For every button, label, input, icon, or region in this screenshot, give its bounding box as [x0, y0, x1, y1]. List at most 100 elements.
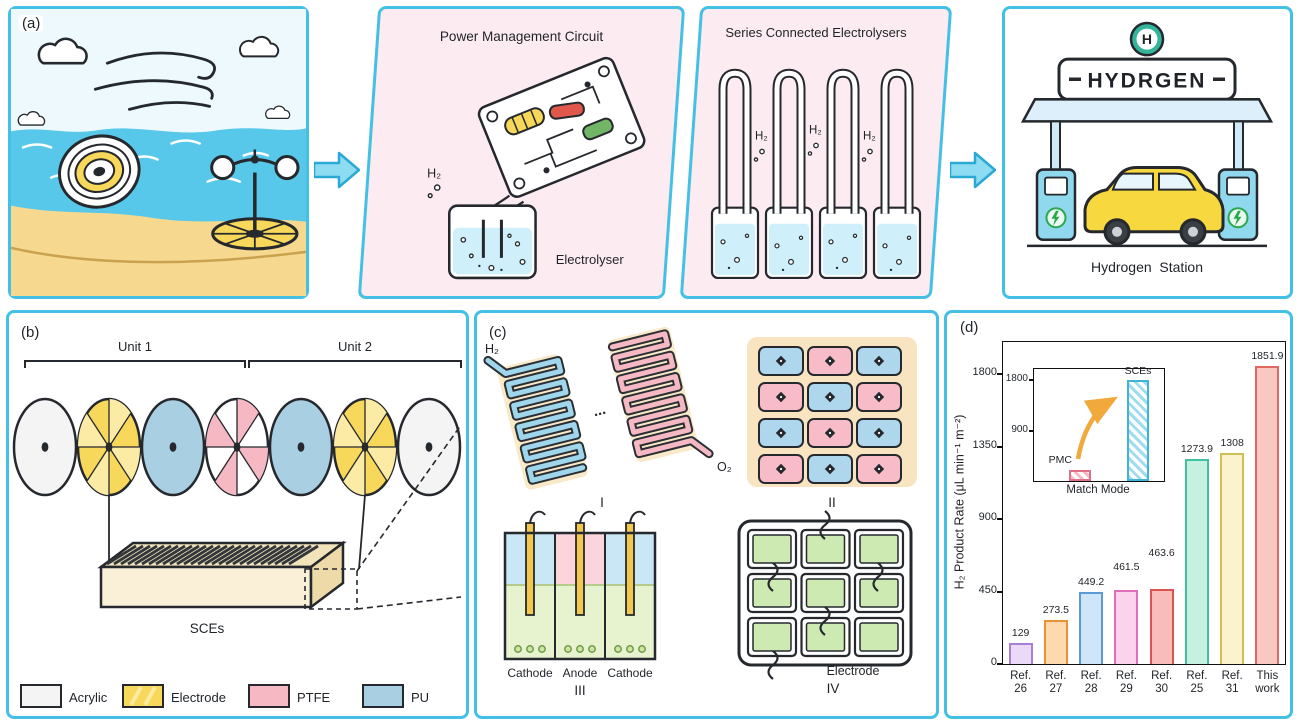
teng-disc	[58, 134, 141, 209]
sce-illustration: Series Connected Electrolysers	[710, 25, 922, 280]
electrolyser-label: Electrolyser	[556, 252, 625, 267]
x-tick-label: Ref.27	[1045, 670, 1067, 696]
circuit-board	[477, 56, 646, 198]
panel-a-wind-scene: (a)	[8, 6, 309, 299]
x-tick-label: Ref.30	[1151, 670, 1173, 696]
inset-tick-label: 1800	[1005, 373, 1028, 385]
pu-disc	[140, 397, 206, 497]
bar-value-label: 1308	[1220, 437, 1244, 450]
h2-label: H₂	[485, 342, 499, 356]
legend-label-pu: PU	[411, 690, 429, 705]
inset-tick-label: 900	[1011, 423, 1028, 435]
unit1-bracket	[24, 360, 246, 368]
cathode-label: Cathode	[607, 666, 653, 680]
catalyst-dots	[514, 645, 646, 653]
channel-ellipsis: ...	[591, 401, 607, 421]
bar	[1255, 365, 1280, 664]
panel-d-tag: (d)	[957, 319, 982, 336]
cloud-icon	[17, 111, 46, 126]
legend-swatch-electrode	[122, 684, 164, 708]
station-sign: HYDRGEN	[1057, 57, 1237, 101]
flow-arrow-icon	[950, 151, 996, 189]
panel-c-tag: (c)	[489, 324, 507, 341]
inset-bar	[1127, 380, 1149, 481]
station-logo-letter: H	[1142, 31, 1152, 47]
panel-b-tag: (b)	[21, 324, 39, 341]
station-sign-text: HYDRGEN	[1088, 69, 1207, 92]
inset-cat-label: PMC	[1048, 453, 1072, 466]
match-mode-label: Match Mode	[1066, 484, 1130, 496]
cell-array-top-view	[747, 337, 917, 487]
legend-swatch-pu	[362, 684, 404, 708]
bar-value-label: 463.6	[1148, 547, 1175, 560]
electrode-grid	[737, 510, 913, 680]
unit1-label: Unit 1	[118, 339, 152, 354]
acrylic-disc	[396, 397, 462, 497]
panel-a-tag: (a)	[19, 15, 44, 32]
anode-label: Anode	[563, 666, 598, 680]
y-tick-mark	[997, 373, 1003, 376]
capacitor-component	[582, 117, 614, 141]
beaker-row	[710, 206, 922, 280]
legend: Acrylic Electrode PTFE PU	[20, 684, 429, 708]
y-tick-label: 1350	[972, 438, 997, 451]
bar	[1220, 453, 1245, 664]
legend-label-ptfe: PTFE	[297, 690, 331, 705]
panel-series-electrolysers: Series Connected Electrolysers	[679, 6, 953, 299]
bar-value-label: 129	[1011, 627, 1030, 640]
canopy-roof	[1020, 98, 1274, 123]
y-tick-label: 450	[978, 583, 997, 596]
anemometer	[210, 149, 300, 251]
bar	[1079, 591, 1104, 664]
inductor-component	[504, 107, 545, 136]
y-tick-mark	[997, 518, 1003, 521]
pmc-title: Power Management Circuit	[440, 29, 603, 44]
x-tick-label: Ref.29	[1115, 670, 1137, 696]
bar-value-label: 1851.9	[1251, 349, 1284, 362]
interdigitated-channels: ...	[483, 326, 714, 490]
ptfe-disc	[204, 397, 270, 497]
sces-label: SCEs	[190, 621, 225, 636]
panel-c-cell-details: (c) ... H₂ O₂ I	[474, 310, 939, 719]
bar	[1184, 458, 1209, 664]
x-tick-label: Ref.31	[1221, 670, 1243, 696]
unit2-bracket	[248, 360, 462, 368]
bar-value-label: 1273.9	[1180, 442, 1213, 455]
beach-illustration	[11, 9, 306, 296]
x-tick-label: Ref.26	[1010, 670, 1032, 696]
y-tick-label: 1800	[972, 366, 997, 379]
x-tick-label: Ref.25	[1186, 670, 1208, 696]
cloud-icon	[37, 37, 88, 65]
roman-iv: IV	[827, 681, 840, 696]
unit2-label: Unit 2	[338, 339, 372, 354]
inset-bar	[1069, 469, 1091, 481]
cell-details-diagram: (c) ... H₂ O₂ I	[483, 324, 917, 698]
station-logo: H	[1129, 21, 1165, 57]
panel-b-device-structure: (b) Unit 1 Unit 2	[6, 310, 469, 719]
x-tick-label: Ref.28	[1080, 670, 1102, 696]
pmc-illustration: Power Management Circuit	[427, 29, 646, 280]
electrode-label: Electrode	[827, 664, 880, 678]
legend-swatch-acrylic	[20, 684, 62, 708]
panel-power-management: Power Management Circuit	[357, 6, 686, 299]
electrode-rods	[525, 510, 646, 616]
bar	[1008, 643, 1033, 664]
cathode-label: Cathode	[507, 666, 553, 680]
panel-hydrogen-station: H HYDRGEN	[1002, 6, 1293, 299]
electrolyser-beaker	[448, 204, 537, 280]
legend-label-electrode: Electrode	[171, 690, 226, 705]
y-tick-mark	[997, 445, 1003, 448]
sand-contour	[11, 246, 306, 264]
cloud-icon	[265, 105, 291, 120]
bar	[1043, 619, 1068, 664]
bar	[1149, 589, 1174, 664]
sces-device	[97, 540, 347, 610]
station-caption: Hydrogen Station	[1091, 259, 1203, 275]
o2-label: O₂	[717, 460, 732, 474]
roman-i: I	[600, 495, 604, 510]
pu-disc	[268, 397, 334, 497]
h2-label: H₂	[427, 167, 441, 181]
